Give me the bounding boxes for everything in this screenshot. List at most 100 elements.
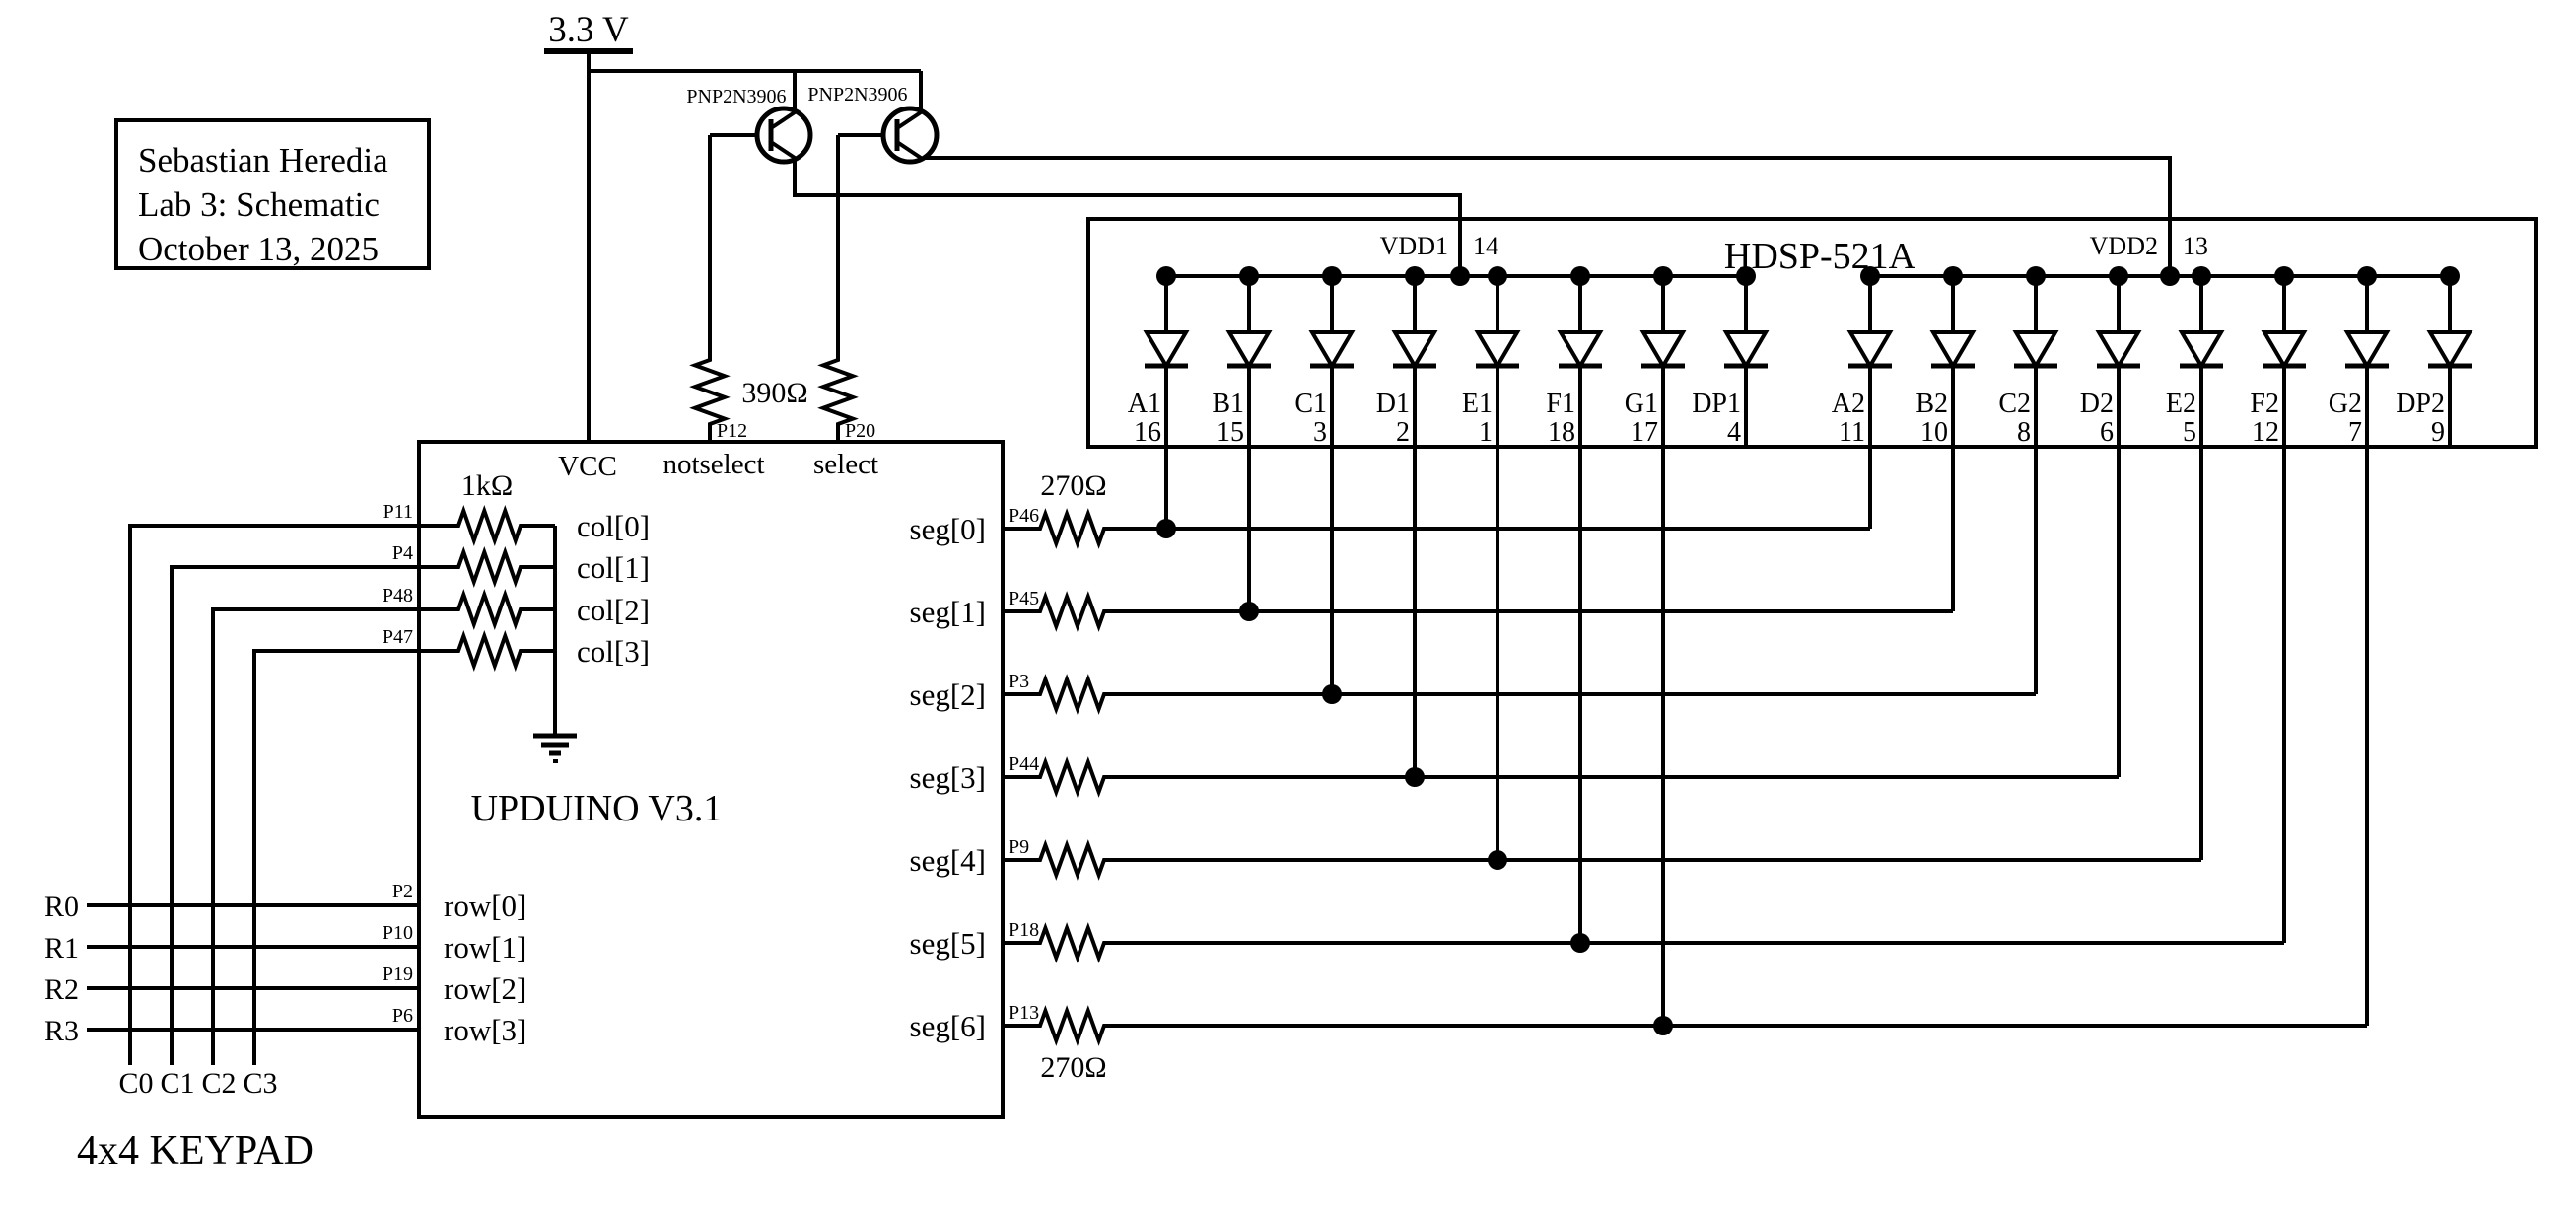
- col-pin-label-1: P4: [392, 542, 413, 564]
- col-pin-label-3: P47: [383, 626, 413, 648]
- rail-dot-digit1-7: [1736, 266, 1756, 286]
- col-resistor-3: [419, 629, 555, 673]
- row-pin-label-3: P6: [392, 1005, 413, 1027]
- vdd-label-1: VDD2: [2090, 232, 2158, 260]
- seg-junction-dot-0: [1156, 519, 1176, 538]
- led-segment-label-digit1-0: A1: [1128, 389, 1161, 419]
- keypad-col-label-1: C1: [160, 1067, 194, 1100]
- led-segment-label-digit2-2: C2: [1998, 389, 2031, 419]
- base-resistor-1: [817, 135, 859, 442]
- upduino-title: UPDUINO V3.1: [471, 788, 723, 829]
- led-segment-label-digit2-5: F2: [2250, 389, 2279, 419]
- led-pin-label-digit1-7: 4: [1727, 417, 1741, 448]
- display-title: HDSP-521A: [1724, 236, 1916, 277]
- title-line-0: Sebastian Heredia: [138, 141, 388, 179]
- col-resistor-1: [419, 545, 555, 589]
- diode-digit2-5: [2261, 330, 2308, 370]
- seg-label-4: seg[4]: [910, 843, 986, 878]
- row-label-2: row[2]: [444, 971, 526, 1006]
- led-pin-label-digit2-7: 9: [2431, 417, 2445, 448]
- row-pin-label-1: P10: [383, 922, 413, 944]
- transistor-label-1: PNP2N3906: [807, 84, 907, 106]
- seg-junction-dot-2: [1322, 684, 1342, 704]
- base-pin-label-0: P12: [717, 420, 747, 442]
- led-segment-label-digit2-1: B2: [1915, 389, 1948, 419]
- col-wire-0: [128, 524, 419, 1065]
- col-label-3: col[3]: [577, 634, 650, 669]
- seg-pin-label-4: P9: [1009, 836, 1029, 858]
- rail-dot-digit2-4: [2192, 266, 2211, 286]
- vdd-rail-dot-1: [2160, 266, 2180, 286]
- seg-resistor-value-top: 270Ω: [1040, 469, 1106, 502]
- base-resistor-0: [689, 135, 731, 442]
- title-line-2: October 13, 2025: [138, 230, 379, 268]
- transistor-body-0: [754, 106, 813, 165]
- keypad-title: 4x4 KEYPAD: [77, 1128, 313, 1174]
- pullup-value-label: 1kΩ: [461, 469, 513, 502]
- diode-digit1-1: [1225, 330, 1273, 370]
- seg-pin-label-3: P44: [1009, 753, 1039, 775]
- led-pin-label-digit1-5: 18: [1548, 417, 1575, 448]
- diode-digit1-2: [1308, 330, 1356, 370]
- led-segment-label-digit1-1: B1: [1212, 389, 1244, 419]
- col-label-1: col[1]: [577, 550, 650, 585]
- seg-pin-label-6: P13: [1009, 1002, 1039, 1024]
- seg-junction-dot-3: [1405, 767, 1425, 787]
- seg-junction-dot-6: [1653, 1016, 1673, 1035]
- seg-label-1: seg[1]: [910, 595, 986, 629]
- seg-label-5: seg[5]: [910, 926, 986, 961]
- seg-junction-dot-5: [1570, 933, 1590, 953]
- col-pin-label-2: P48: [383, 585, 413, 606]
- col-label-2: col[2]: [577, 593, 650, 627]
- seg-wire-3: [1003, 756, 2119, 798]
- display-box: [1086, 217, 2538, 449]
- led-pin-label-digit2-2: 8: [2017, 417, 2031, 448]
- keypad-row-label-0: R0: [44, 891, 79, 923]
- led-segment-label-digit1-4: E1: [1462, 389, 1493, 419]
- diode-digit2-0: [1846, 330, 1894, 370]
- diode-digit1-0: [1143, 330, 1190, 370]
- seg-label-6: seg[6]: [910, 1009, 986, 1043]
- vdd-label-0: VDD1: [1380, 232, 1448, 260]
- vdd-pin-label-1: 13: [2183, 232, 2208, 260]
- led-pin-label-digit1-6: 17: [1631, 417, 1658, 448]
- diode-digit1-7: [1722, 330, 1770, 370]
- seg-wire-6: [1003, 1005, 2367, 1046]
- rail-dot-digit2-7: [2440, 266, 2460, 286]
- col-wire-1: [170, 565, 419, 1065]
- rail-dot-digit1-6: [1653, 266, 1673, 286]
- seg-pin-label-1: P45: [1009, 588, 1039, 609]
- rail-dot-digit1-0: [1156, 266, 1176, 286]
- col-pin-label-0: P11: [383, 501, 413, 523]
- diode-digit2-1: [1929, 330, 1977, 370]
- seg-pin-label-5: P18: [1009, 919, 1039, 941]
- led-segment-label-digit2-6: G2: [2329, 389, 2362, 419]
- diode-digit2-3: [2095, 330, 2142, 370]
- led-segment-label-digit1-7: DP1: [1692, 389, 1741, 419]
- seg-junction-dot-1: [1239, 602, 1259, 621]
- power-label: 3.3 V: [548, 10, 629, 50]
- col-wire-2: [211, 607, 419, 1065]
- led-pin-label-digit1-2: 3: [1313, 417, 1327, 448]
- base-pin-label-1: P20: [845, 420, 875, 442]
- row-label-0: row[0]: [444, 889, 526, 923]
- keypad-col-label-2: C2: [201, 1067, 236, 1100]
- seg-pin-label-0: P46: [1009, 505, 1039, 527]
- led-segment-label-digit2-3: D2: [2080, 389, 2114, 419]
- led-segment-label-digit2-0: A2: [1832, 389, 1865, 419]
- upduino-box: [417, 440, 1005, 1119]
- vdd-pin-label-0: 14: [1473, 232, 1498, 260]
- keypad-row-label-2: R2: [44, 973, 79, 1006]
- led-pin-label-digit1-3: 2: [1396, 417, 1410, 448]
- rail-dot-digit1-3: [1405, 266, 1425, 286]
- seg-wire-0: [1003, 508, 1870, 549]
- seg-wire-2: [1003, 674, 2036, 715]
- seg-label-2: seg[2]: [910, 677, 986, 712]
- row-label-1: row[1]: [444, 930, 526, 964]
- led-segment-label-digit1-3: D1: [1376, 389, 1410, 419]
- vdd2-wire: [921, 156, 2172, 276]
- vdd-rail-dot-0: [1450, 266, 1470, 286]
- base-signal-label-0: notselect: [662, 449, 764, 480]
- keypad-row-label-3: R3: [44, 1015, 79, 1047]
